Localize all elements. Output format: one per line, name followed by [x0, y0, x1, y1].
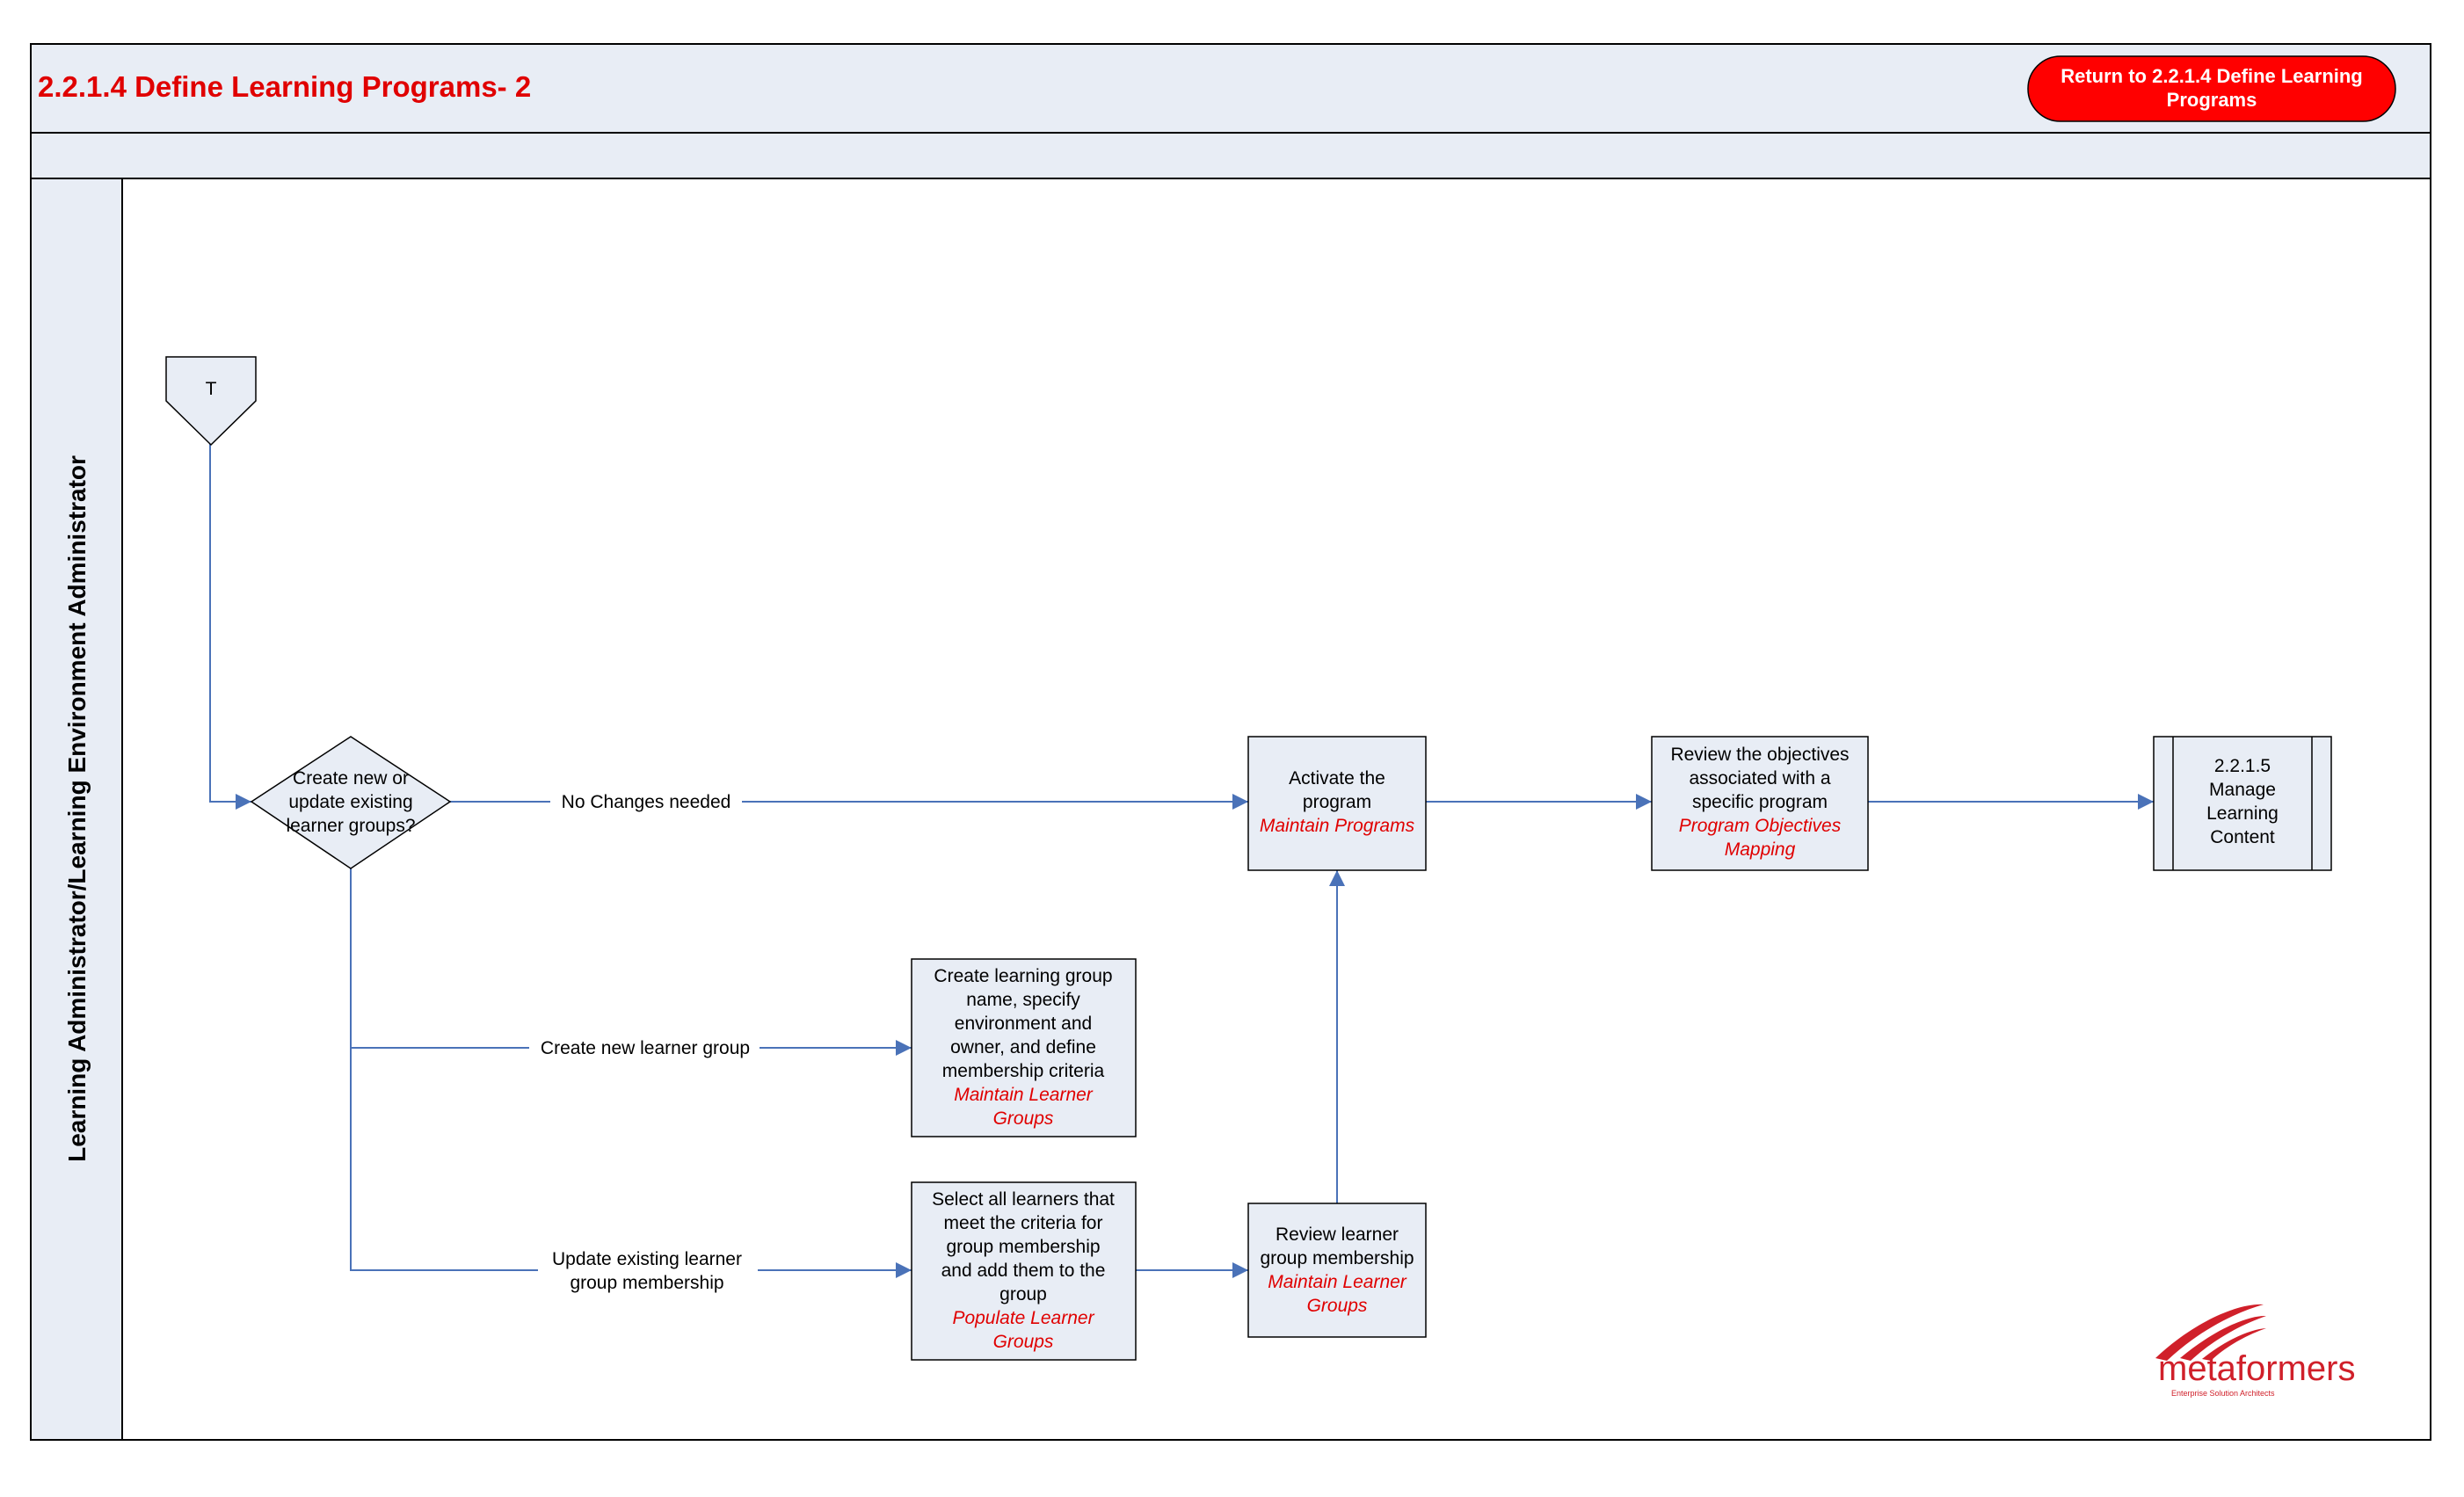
create-ref-line2: Groups	[993, 1108, 1054, 1129]
activate-line2: program	[1303, 792, 1371, 812]
subheader-band	[30, 132, 2431, 179]
create-line4: owner, and define	[950, 1037, 1096, 1057]
membership-line2: group membership	[1260, 1248, 1414, 1268]
select-learners-node: Select all learners that meet the criter…	[911, 1181, 1137, 1361]
off-page-connector: T	[165, 356, 257, 447]
objectives-ref-line1: Program Objectives	[1679, 816, 1842, 836]
select-ref-line1: Populate Learner	[952, 1308, 1094, 1328]
select-line2: meet the criteria for	[944, 1213, 1103, 1233]
create-line2: name, specify	[966, 990, 1080, 1010]
edge-label-bg	[529, 1035, 760, 1061]
content-line1: 2.2.1.5	[2214, 756, 2271, 776]
select-line4: and add them to the	[941, 1261, 1106, 1281]
create-line1: Create learning group	[934, 966, 1112, 986]
review-membership-node: Review learner group membership Maintain…	[1247, 1203, 1427, 1338]
membership-line1: Review learner	[1276, 1224, 1399, 1245]
return-button-label-line2: Programs	[2167, 89, 2257, 111]
membership-ref-line1: Maintain Learner	[1268, 1272, 1407, 1292]
connector-label: T	[206, 379, 217, 399]
select-line1: Select all learners that	[932, 1189, 1115, 1210]
decision-line3: learner groups?	[286, 816, 415, 836]
select-ref-line2: Groups	[993, 1332, 1054, 1352]
metaformers-logo: metaformers Enterprise Solution Architec…	[2155, 1304, 2356, 1398]
objectives-line2: associated with a	[1689, 768, 1830, 788]
logo-text: metaformers	[2158, 1349, 2356, 1388]
decision-line1: Create new or	[293, 768, 409, 788]
objectives-line3: specific program	[1692, 792, 1828, 812]
create-ref-line1: Maintain Learner	[954, 1085, 1094, 1105]
swimlane-label: Learning Administrator/Learning Environm…	[63, 455, 91, 1162]
edge-connector-to-decision	[209, 444, 251, 810]
activate-line1: Activate the	[1289, 768, 1385, 788]
edge-label-bg	[550, 788, 742, 814]
edge-label-update-line1: Update existing learner	[552, 1249, 742, 1269]
content-line2: Manage	[2209, 780, 2276, 800]
decision-line2: update existing	[288, 792, 412, 812]
return-button-label-line1: Return to 2.2.1.4 Define Learning	[2061, 65, 2363, 87]
edge-label-create-new: Create new learner group	[541, 1038, 750, 1058]
create-line3: environment and	[955, 1014, 1092, 1034]
content-line4: Content	[2210, 827, 2275, 847]
edge-label-no-changes: No Changes needed	[562, 792, 731, 812]
create-line5: membership criteria	[942, 1061, 1105, 1081]
edge-label-update-line2: group membership	[570, 1273, 723, 1293]
select-line3: group membership	[946, 1237, 1100, 1257]
membership-ref-line2: Groups	[1307, 1296, 1368, 1316]
decision-node: Create new or update existing learner gr…	[250, 736, 452, 869]
objectives-line1: Review the objectives	[1670, 745, 1849, 765]
manage-content-node: 2.2.1.5 Manage Learning Content	[2153, 736, 2332, 871]
logo-tagline: Enterprise Solution Architects	[2171, 1389, 2275, 1398]
activate-program-node: Activate the program Maintain Programs	[1247, 736, 1427, 871]
page-title: 2.2.1.4 Define Learning Programs- 2	[38, 70, 531, 103]
create-group-node: Create learning group name, specify envi…	[911, 958, 1137, 1137]
select-line5: group	[999, 1284, 1047, 1304]
content-line3: Learning	[2206, 803, 2279, 824]
objectives-ref-line2: Mapping	[1725, 839, 1796, 860]
edge-label-bg	[538, 1246, 758, 1295]
swimlane-header	[30, 178, 123, 1441]
return-button[interactable]: Return to 2.2.1.4 Define Learning Progra…	[2027, 55, 2396, 122]
activate-ref: Maintain Programs	[1260, 816, 1415, 836]
review-objectives-node: Review the objectives associated with a …	[1651, 736, 1869, 871]
